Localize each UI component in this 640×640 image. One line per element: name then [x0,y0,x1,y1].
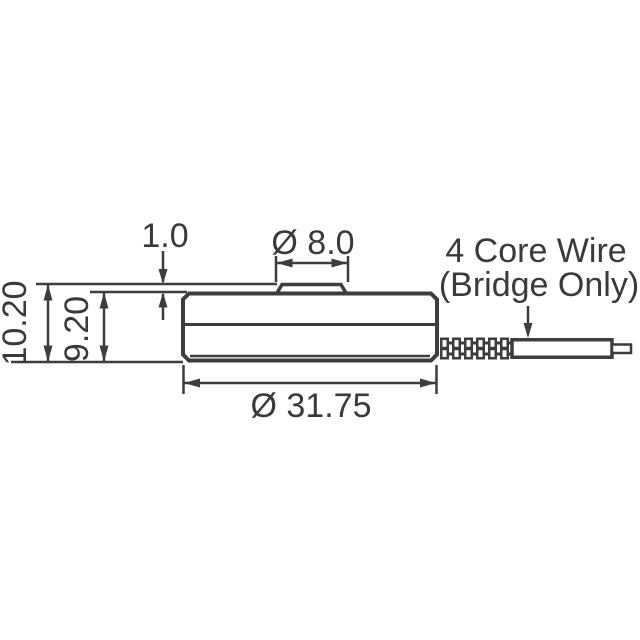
arrowhead-up-icon [158,292,168,308]
arrowhead-left-icon [184,378,200,388]
load-cell-body [181,291,439,363]
dim-body-height: 9.20 [58,290,187,362]
load-button [275,282,348,294]
arrowhead-down-icon [99,345,109,362]
dim-button-height: 1.0 [141,217,189,320]
dim-body-diameter: Ø 31.75 [182,365,438,425]
callout-text-line2: (Bridge Only) [439,266,639,304]
arrowhead-right-icon [420,378,436,388]
callout-text-line1: 4 Core Wire [445,232,626,270]
dim-label-button-diameter: Ø 8.0 [271,224,354,262]
arrowhead-right-icon [331,258,348,268]
dim-label-body-diameter: Ø 31.75 [251,387,372,425]
callout-core-wire: 4 Core Wire (Bridge Only) [439,232,639,338]
dim-label-body-height: 9.20 [58,296,96,362]
dim-overall-height: 10.20 [0,280,277,366]
arrowhead-down-icon [158,269,168,284]
load-cell-side-view [181,282,633,363]
arrowhead-up-icon [99,292,109,309]
cable [510,338,614,359]
arrowhead-left-icon [276,258,293,268]
cable-end-tip [610,343,633,355]
arrowhead-down-icon [523,323,533,338]
strain-relief-braid [440,337,512,360]
arrowhead-down-icon [43,345,53,362]
dim-button-diameter: Ø 8.0 [271,224,355,282]
dim-label-button-height: 1.0 [141,217,188,255]
dim-label-overall-height: 10.20 [0,280,34,365]
arrowhead-up-icon [43,284,53,301]
